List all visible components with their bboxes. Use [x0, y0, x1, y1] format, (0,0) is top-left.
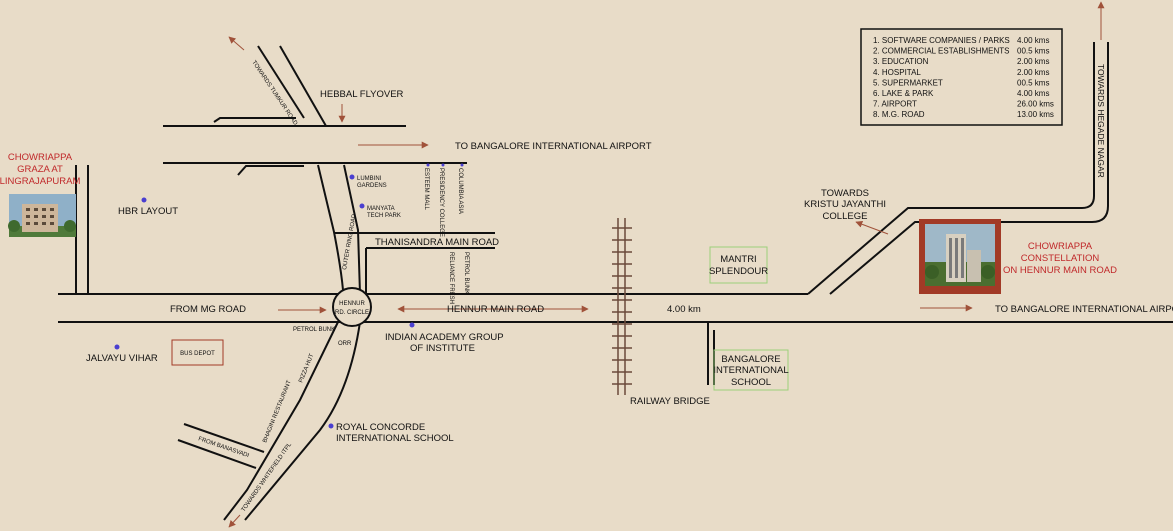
legend-item-value: 4.00 kms — [1017, 36, 1049, 45]
indian-academy-label-2: OF INSTITUTE — [410, 343, 475, 354]
lumbini-label-2: GARDENS — [357, 183, 387, 189]
jalvayu-label: JALVAYU VIHAR — [86, 353, 158, 364]
esteem-mall-label: ESTEEM MALL — [423, 168, 429, 211]
hbr-layout-label: HBR LAYOUT — [118, 206, 178, 217]
banasvadi-road-south — [177, 439, 257, 469]
indian-academy-marker — [409, 322, 415, 328]
legend-item-name: 3. EDUCATION — [873, 57, 929, 66]
legend-item-value: 26.00 kms — [1017, 100, 1054, 109]
presidency-label: PRESIDENCY COLLEGE — [438, 168, 444, 237]
bus-depot-label: BUS DEPOT — [180, 351, 215, 357]
hennur-road-circle — [332, 287, 372, 327]
indian-academy-label-1: INDIAN ACADEMY GROUP — [385, 332, 504, 343]
road-to-hegade-nagar-east — [829, 42, 1109, 295]
lumbini-marker — [349, 174, 355, 180]
chowriappa-graza-label-1: CHOWRIAPPA — [8, 152, 73, 163]
legend-item-value: 13.00 kms — [1017, 110, 1054, 119]
hegade-nagar-label: TOWARDS HEGADE NAGAR — [1096, 64, 1106, 178]
royal-concorde-label-1: ROYAL CONCORDE — [336, 422, 425, 433]
lumbini-label-1: LUMBINI — [357, 176, 382, 182]
location-markers — [114, 163, 464, 429]
hennur-main-road-label: HENNUR MAIN ROAD — [447, 304, 544, 315]
hennur-circle-label-1: HENNUR — [339, 301, 365, 307]
railway-bridge-label: RAILWAY BRIDGE — [630, 396, 710, 407]
chowriappa-graza-label-3: LINGRAJAPURAM — [0, 176, 80, 187]
mantri-box — [709, 246, 768, 284]
outer-ring-road-north-east — [343, 164, 361, 295]
manyata-label-2: TECH PARK — [367, 213, 401, 219]
from-mg-road-label: FROM MG ROAD — [170, 304, 246, 315]
orr-south-east — [244, 321, 361, 521]
bus-depot-box — [171, 339, 224, 366]
banasvadi-road-north — [183, 423, 265, 453]
thanisandra-label: THANISANDRA MAIN ROAD — [375, 237, 499, 248]
distance-label: 4.00 km — [667, 304, 701, 315]
distances-legend: 1. SOFTWARE COMPANIES / PARKS 4.00 kms 2. … — [860, 28, 1063, 126]
bis-label-3: SCHOOL — [731, 377, 771, 388]
legend-item-name: 8. M.G. ROAD — [873, 110, 925, 119]
hennur-circle-label-2: RD. CIRCLE — [335, 310, 369, 316]
bis-label-2: INTERNATIONAL — [713, 365, 788, 376]
road-to-hegade-nagar-west — [807, 42, 1095, 295]
columbia-label: COLUMBIA ASIA — [457, 168, 463, 214]
arrow-towards-whitefield — [228, 514, 241, 528]
mantri-label-2: SPLENDOUR — [709, 266, 768, 277]
tumkur-road-east — [279, 45, 327, 127]
direction-arrows — [228, 1, 1105, 528]
petrol-bunk-top-label: PETROL BUNK — [463, 252, 469, 294]
legend-item-name: 6. LAKE & PARK — [873, 89, 934, 98]
royal-concorde-label-2: INTERNATIONAL SCHOOL — [336, 433, 454, 444]
constellation-label-1: CHOWRIAPPA — [1028, 241, 1093, 252]
legend-item-value: 00.5 kms — [1017, 47, 1049, 56]
railway-line — [612, 218, 632, 395]
legend-item-value: 00.5 kms — [1017, 78, 1049, 87]
hebbal-flyover-label: HEBBAL FLYOVER — [320, 89, 404, 100]
presidency-marker — [441, 163, 445, 167]
manyata-marker — [359, 203, 365, 209]
legend-item-value: 2.00 kms — [1017, 57, 1049, 66]
constellation-label-2: CONSTELLATION — [1021, 253, 1100, 264]
kristu-label-1: TOWARDS — [821, 188, 869, 199]
orr-label: ORR — [338, 341, 352, 347]
arrow-kristu-jayanthi — [855, 220, 889, 235]
mantri-label-1: MANTRI — [720, 254, 756, 265]
chowriappa-graza-photo — [8, 194, 76, 237]
chowriappa-constellation-photo — [919, 219, 1001, 294]
legend-box — [860, 28, 1063, 126]
legend-item-name: 2. COMMERCIAL ESTABLISHMENTS — [873, 47, 1009, 56]
to-airport-right-label: TO BANGALORE INTERNATIONAL AIRPORT — [995, 304, 1173, 315]
legend-item-name: 1. SOFTWARE COMPANIES / PARKS — [873, 36, 1010, 45]
small-road-hebbal — [213, 117, 296, 123]
to-airport-top-label: TO BANGALORE INTERNATIONAL AIRPORT — [455, 141, 652, 152]
jalvayu-marker — [114, 344, 120, 350]
bis-box — [713, 349, 789, 391]
bis-label-1: BANGALORE — [721, 354, 780, 365]
legend-item-value: 4.00 kms — [1017, 89, 1049, 98]
manyata-label-1: MANYATA — [367, 206, 395, 212]
columbia-marker — [460, 163, 464, 167]
legend-item-value: 2.00 kms — [1017, 68, 1049, 77]
small-link — [237, 165, 304, 176]
kristu-label-2: KRISTU JAYANTHI — [804, 199, 886, 210]
kristu-label-3: COLLEGE — [823, 211, 868, 222]
petrol-bunk-bottom-label: PETROL BUNK — [293, 327, 335, 333]
esteem-mall-marker — [426, 163, 430, 167]
royal-concorde-marker — [328, 423, 334, 429]
legend-item-name: 5. SUPERMARKET — [873, 78, 943, 87]
road-network — [58, 42, 1173, 521]
constellation-label-3: ON HENNUR MAIN ROAD — [1003, 265, 1117, 276]
tumkur-road-west — [257, 45, 305, 119]
reliance-fresh-label: RELIANCE FRESH — [448, 252, 454, 304]
hbr-layout-marker — [141, 197, 147, 203]
chowriappa-graza-label-2: GRAZA AT — [17, 164, 63, 175]
legend-item-name: 7. AIRPORT — [873, 100, 917, 109]
orr-south-west — [223, 321, 339, 521]
arrow-towards-tumkur — [228, 36, 245, 51]
legend-item-name: 4. HOSPITAL — [873, 68, 921, 77]
